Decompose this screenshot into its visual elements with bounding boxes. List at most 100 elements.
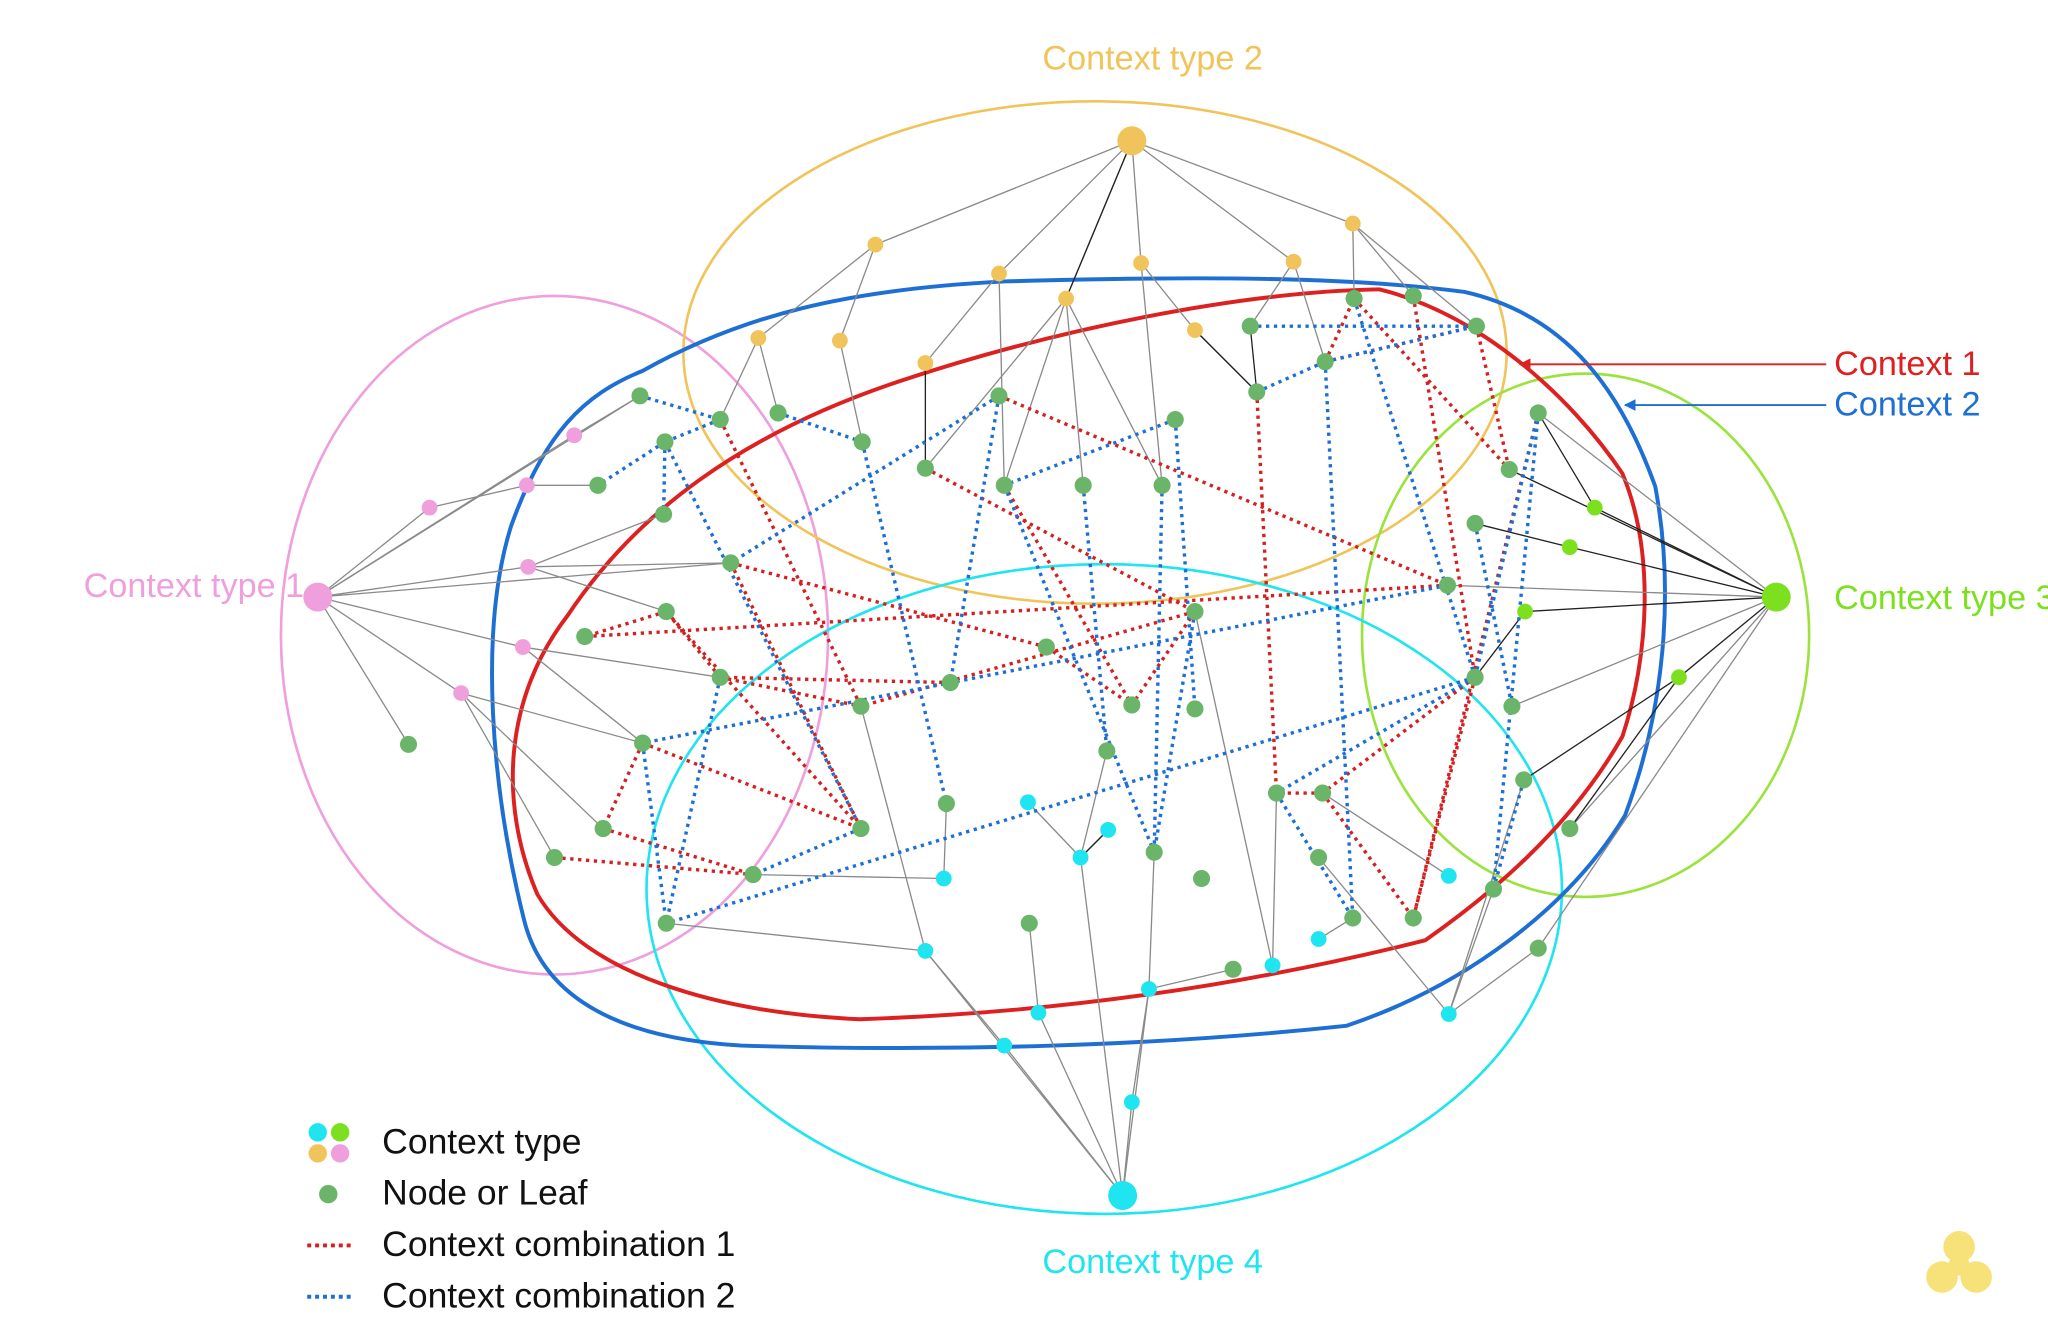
edge <box>573 395 641 436</box>
node-or-leaf <box>631 387 649 405</box>
context-type-root-node <box>303 582 333 612</box>
node-or-leaf <box>744 866 762 884</box>
context-type-3-label: Context type 3 <box>1834 579 2048 617</box>
context-type-node <box>1072 849 1089 866</box>
trefoil-logo-icon <box>1926 1230 1992 1293</box>
combination-1-edge <box>1411 295 1477 678</box>
edge <box>1131 140 1295 263</box>
node-or-leaf <box>1561 820 1579 838</box>
context-type-node <box>1285 253 1302 270</box>
node-or-leaf <box>1166 410 1184 429</box>
node-or-leaf <box>1529 404 1547 422</box>
node-or-leaf <box>1500 460 1518 479</box>
node-or-leaf <box>937 795 955 813</box>
graph-edges <box>317 140 1777 1196</box>
edge-dark <box>1194 329 1258 393</box>
combination-1-edge <box>554 855 754 877</box>
edge <box>1511 596 1777 708</box>
edge-dark <box>1594 507 1777 598</box>
node-or-leaf <box>1248 383 1266 401</box>
legend-context-type-label: Context type <box>382 1121 581 1161</box>
edge <box>317 564 529 598</box>
context-type-node <box>996 1037 1013 1054</box>
combination-2-edge <box>1275 675 1476 795</box>
edge <box>719 337 759 421</box>
edge <box>1140 262 1165 486</box>
context-type-node <box>1141 981 1157 997</box>
node-or-leaf <box>1345 289 1363 308</box>
edge <box>1321 792 1450 877</box>
combination-2-edge <box>640 742 668 924</box>
combination-1-edge <box>601 742 645 830</box>
edge <box>1318 856 1450 1015</box>
edge <box>522 646 644 744</box>
edge-dark <box>1537 412 1596 508</box>
combination-1-edge <box>924 466 1196 614</box>
context-type-node <box>917 942 934 959</box>
node-or-leaf <box>1404 287 1422 305</box>
edge <box>752 871 944 880</box>
edge <box>317 507 431 598</box>
node-or-leaf <box>995 476 1013 494</box>
edge <box>527 566 667 613</box>
node-or-leaf <box>545 848 564 867</box>
edge <box>1249 261 1295 327</box>
combination-2-edge <box>665 675 1476 925</box>
edge-dark <box>1569 676 1680 830</box>
node-or-leaf <box>1186 700 1204 718</box>
context-type-node <box>867 236 884 253</box>
graph-nodes <box>303 126 1791 1210</box>
context-type-4-region <box>645 562 1564 1216</box>
node-or-leaf <box>711 668 729 686</box>
combination-2-edge <box>1081 485 1109 752</box>
combination-1-edge <box>719 675 862 708</box>
edge-dark <box>1065 140 1133 300</box>
edge <box>757 244 876 339</box>
context-type-root-node <box>1108 1181 1138 1210</box>
context-2-label: Context 2 <box>1834 386 1980 424</box>
edge <box>1193 610 1274 966</box>
combination-1-edge <box>1411 412 1540 919</box>
legend-context-type-icon <box>308 1123 350 1163</box>
combination-1-edge <box>1321 675 1477 795</box>
context-combination-1-paths <box>554 295 1540 919</box>
context-type-node <box>1561 539 1578 555</box>
context-type-node <box>1440 868 1457 884</box>
context-2-boundary <box>490 276 1667 1050</box>
node-or-leaf <box>1020 914 1038 932</box>
context-type-node <box>453 685 470 701</box>
combination-2-edge <box>1491 412 1540 890</box>
node-or-leaf <box>1267 784 1286 802</box>
combination-2-edge <box>777 411 863 444</box>
edge-dark <box>1569 545 1777 598</box>
node-or-leaf <box>941 674 959 692</box>
combination-1-edge <box>602 826 754 877</box>
edge-dark <box>1474 611 1526 678</box>
legend-node-label: Node or Leaf <box>382 1173 587 1213</box>
edge <box>522 646 721 680</box>
edge <box>859 705 926 952</box>
node-or-leaf <box>655 505 673 523</box>
node-or-leaf <box>1484 880 1503 898</box>
edge <box>1148 851 1158 990</box>
combination-1-edge <box>664 610 722 679</box>
node-or-leaf <box>634 734 652 752</box>
node-or-leaf <box>1310 848 1328 867</box>
context-type-node <box>1310 931 1327 947</box>
combination-1-edge <box>1130 610 1197 706</box>
node-or-leaf <box>1344 909 1362 927</box>
node-or-leaf <box>1074 476 1092 494</box>
combination-1-edge <box>584 583 1448 639</box>
edge <box>460 692 556 859</box>
edge <box>460 692 644 745</box>
combination-1-edge <box>641 741 862 831</box>
node-or-leaf <box>1316 353 1334 371</box>
node-or-leaf <box>1123 696 1141 714</box>
combination-2-edge <box>1324 324 1477 364</box>
context-combination-2-paths <box>596 298 1540 925</box>
edge <box>1271 792 1280 966</box>
edge <box>1065 298 1086 486</box>
combination-1-edge <box>1324 324 1477 364</box>
context-type-3-region <box>1360 372 1811 899</box>
context-type-node <box>831 332 848 349</box>
